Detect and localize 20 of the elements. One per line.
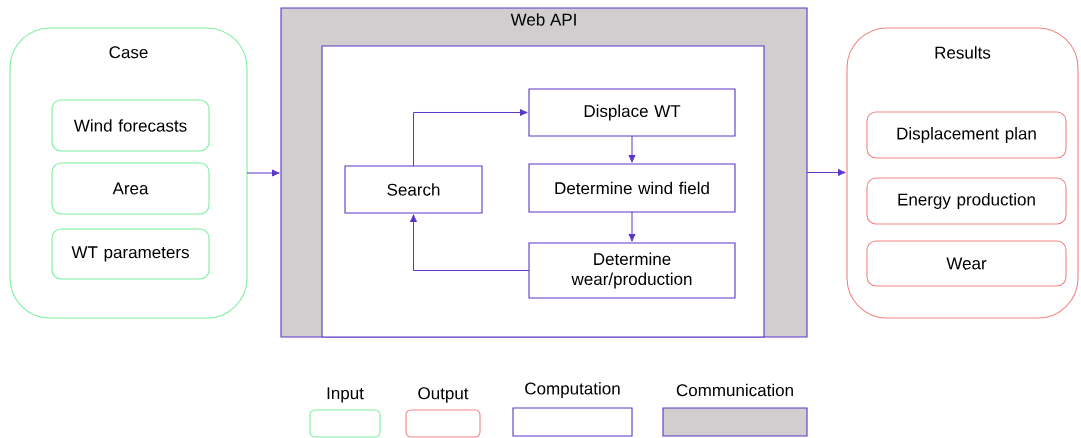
- output-box: Wear: [866, 240, 1067, 287]
- process-box: Search: [344, 165, 483, 214]
- legend-label: Output: [418, 387, 469, 403]
- input-box: WT parameters: [51, 228, 210, 280]
- process-box: Determine wind field: [528, 163, 736, 213]
- output-box: Energy production: [866, 177, 1067, 225]
- arrow: [246, 169, 280, 177]
- input-box: Wind forecasts: [51, 99, 210, 152]
- legend-label: Computation: [525, 382, 620, 398]
- output-box: Displacement plan: [866, 111, 1067, 159]
- input-box: Area: [51, 162, 210, 215]
- process-box: Displace WT: [528, 88, 736, 137]
- legend-label: Communication: [676, 383, 793, 397]
- arrow: [806, 168, 846, 177]
- arrow: [413, 108, 528, 167]
- arrow: [628, 211, 636, 242]
- arrow: [628, 135, 636, 163]
- arrow: [409, 214, 530, 271]
- process-box: Determine wear/production: [528, 242, 736, 299]
- legend-label: Input: [327, 387, 364, 403]
